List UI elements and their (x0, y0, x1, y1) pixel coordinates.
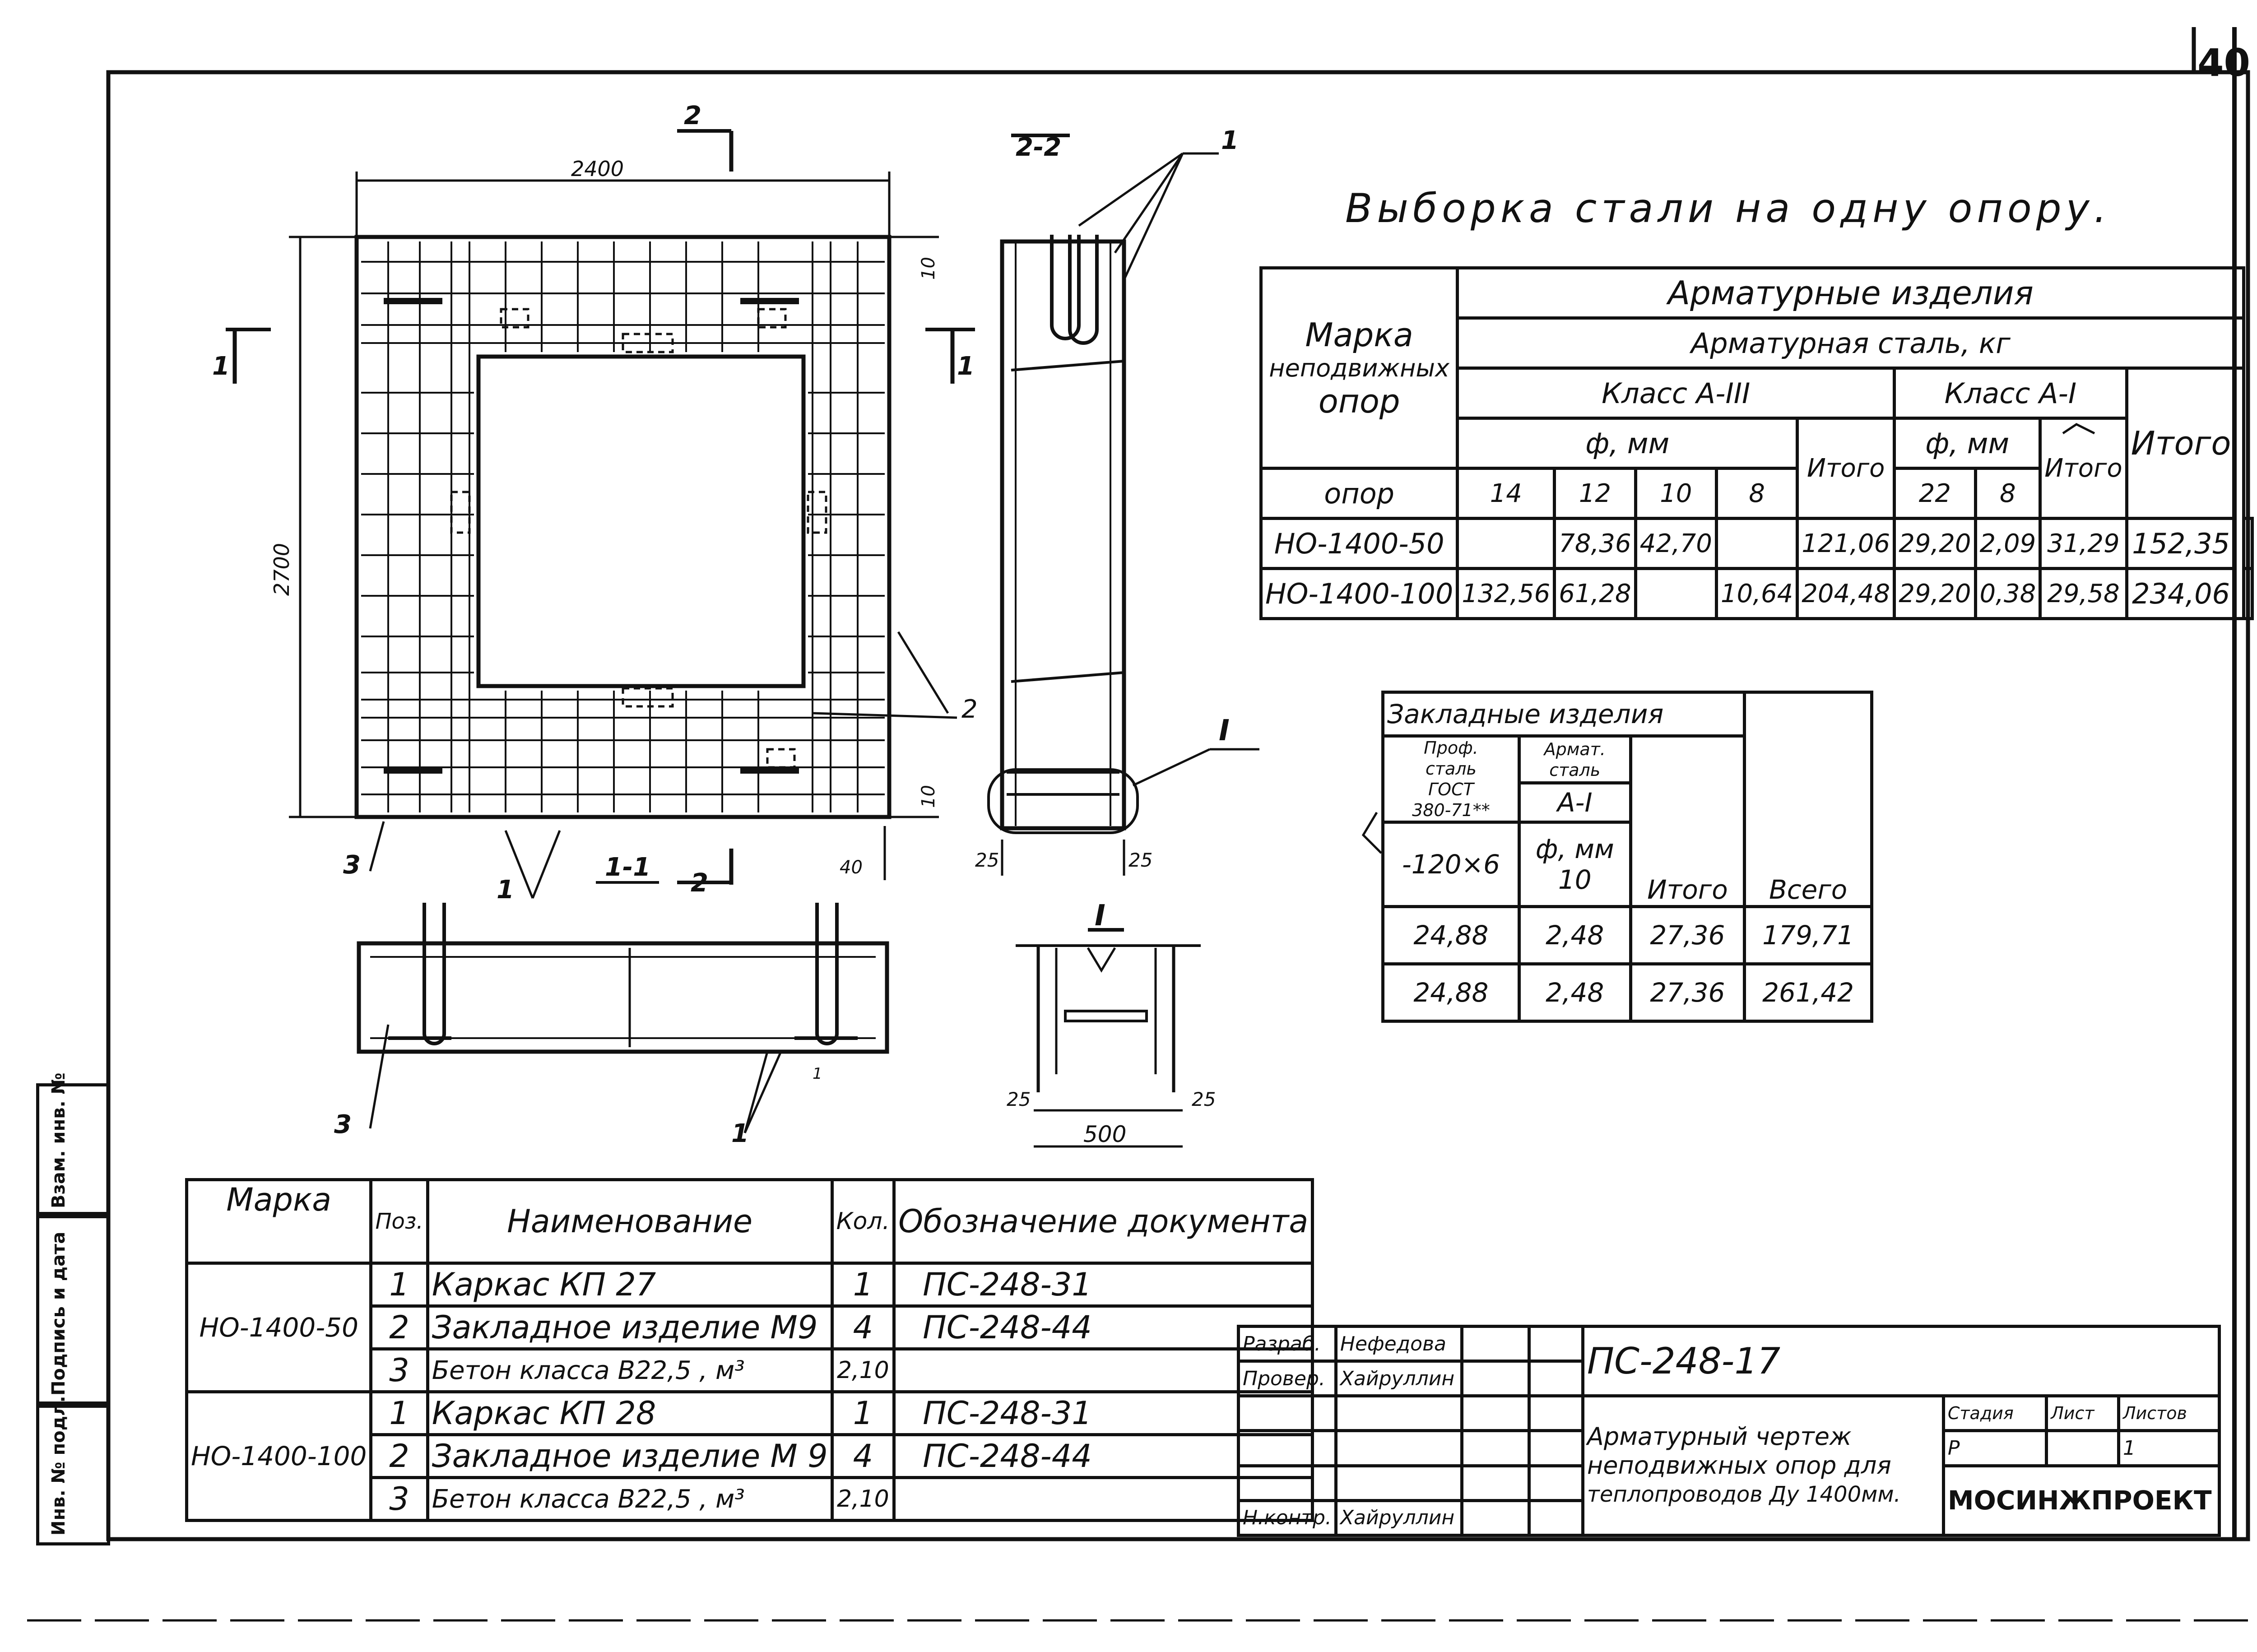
node-I-dim-right: 25 (1192, 1088, 1216, 1110)
org-name: МОСИНЖПРОЕКТ (1941, 1464, 2221, 1537)
spec-col-doc: Обозначение документа (892, 1178, 1314, 1265)
steel-a1-d8: 8 (1974, 467, 2042, 520)
spec-table: Марка Поз. Наименование Кол. Обозначение… (185, 1178, 1314, 1522)
plan-dim-10-top: 10 (918, 257, 939, 280)
spec-row: 3 Бетон класса В22,5 , м³ 2,10 (187, 1347, 1314, 1393)
embed-row: 24,88 2,48 27,36 261,42 (1381, 962, 1873, 1023)
section-2-2-dim-right: 25 (1128, 849, 1152, 871)
title-block: Разраб. Нефедова ПС-248-17 Провер. Хайру… (1237, 1324, 2221, 1537)
section-2-2-callout-1: 1 (1221, 126, 1239, 155)
embed-prof-size: -120×6 (1381, 821, 1521, 908)
embed-header: Закладные изделия (1381, 691, 1746, 738)
steel-a3-d14: 14 (1456, 467, 1556, 520)
section-mark-2-top: 2 (684, 101, 701, 130)
node-I-dim-total: 500 (1083, 1121, 1126, 1147)
spec-row: НО-1400-100 1 Каркас КП 28 1 ПС-248-31 (185, 1390, 1314, 1522)
steel-col-mark: Марка неподвижных опор (1259, 266, 1459, 470)
plan-dim-10-bottom: 10 (918, 785, 939, 808)
plan-callout-3: 3 (343, 850, 361, 880)
steel-row: НО-1400-100 132,56 61,28 10,64 204,48 29… (1259, 567, 2254, 620)
node-I-dim-left: 25 (1007, 1088, 1031, 1110)
section-caption-2-2: 2-2 (1016, 133, 1061, 162)
side-stamp-inv-replace: Взам. инв. № (36, 1072, 110, 1218)
spec-row: 3 Бетон класса В22,5 , м³ 2,10 (187, 1476, 1314, 1522)
embed-row: 24,88 2,48 27,36 179,71 (1381, 905, 1873, 965)
steel-col-opor: опор (1259, 468, 1459, 520)
embed-armat-class: А-I (1517, 781, 1632, 824)
node-I-label: I (1095, 899, 1105, 933)
plan-dim-width: 2400 (571, 157, 624, 181)
section-mark-1-right: 1 (957, 352, 975, 381)
steel-spacer (2235, 367, 2246, 620)
section-2-2-node-label: I (1219, 714, 1230, 747)
steel-a3-d8: 8 (1714, 467, 1799, 520)
embed-itogo-header: Итого (1629, 736, 1746, 908)
plan-view (226, 129, 975, 899)
steel-itogo-header: Итого (2125, 367, 2237, 520)
embed-armat-header: Армат.сталь (1517, 734, 1632, 784)
sheet-number: 40 (2197, 41, 2250, 85)
steel-a3-itogo: Итого (1796, 417, 1896, 520)
steel-subgroup-header: Арматурная сталь, кг (1456, 316, 2246, 370)
steel-selection-title: Выборка стали на одну опору. (1345, 185, 2111, 232)
embed-diam: ф, мм 10 (1517, 821, 1632, 908)
section-1-1-callout-3: 3 (334, 1110, 352, 1139)
brace-mark-2 (1361, 812, 1382, 854)
section-2-2 (987, 134, 1259, 876)
steel-group-header: Арматурные изделия (1456, 266, 2246, 320)
spec-col-name: Наименование (426, 1178, 834, 1265)
plan-callout-1: 1 (497, 875, 514, 905)
side-stamp-inv-orig: Инв. № подл. (36, 1396, 110, 1545)
plan-dim-height: 2700 (269, 543, 294, 596)
embed-vsego-header: Всего (1743, 691, 1873, 908)
section-1-1-small-1: 1 (813, 1065, 822, 1083)
steel-a3-diam-label: ф, мм (1456, 417, 1799, 470)
steel-row: НО-1400-50 78,36 42,70 121,06 29,20 2,09… (1259, 517, 2254, 570)
node-I-detail (1016, 928, 1201, 1148)
section-1-1-callout-1: 1 (731, 1119, 749, 1148)
spec-col-qty: Кол. (830, 1178, 896, 1265)
steel-a3-d10: 10 (1634, 467, 1718, 520)
section-mark-2-bottom: 2 (691, 868, 708, 898)
steel-class-a3: Класс А-III (1456, 367, 1896, 420)
steel-a1-diam-label: ф, мм (1893, 417, 2042, 470)
plan-callout-2: 2 (961, 695, 978, 724)
steel-a1-d22: 22 (1893, 467, 1977, 520)
steel-class-a1: Класс А-I (1893, 367, 2128, 420)
doc-description: Арматурный чертеж неподвижных опор для т… (1581, 1394, 1945, 1537)
doc-code: ПС-248-17 (1581, 1324, 2221, 1398)
steel-a3-d12: 12 (1553, 467, 1637, 520)
steel-a1-itogo: Итого (2039, 417, 2128, 520)
spec-row: НО-1400-50 1 Каркас КП 27 1 ПС-248-31 (185, 1262, 1314, 1393)
section-mark-1-left: 1 (212, 352, 230, 381)
section-2-2-dim-left: 25 (975, 849, 999, 871)
section-caption-1-1: 1-1 (605, 853, 650, 882)
spec-col-pos: Поз. (369, 1178, 429, 1265)
steel-table: Марка неподвижных опор Арматурные издели… (1259, 266, 2254, 620)
sheet-frame (106, 70, 2250, 1541)
spec-col-mark: Марка (185, 1178, 373, 1265)
side-stamp-sign-date: Подпись и дата (36, 1212, 110, 1408)
plan-dim-40: 40 (840, 857, 863, 878)
section-1-1 (357, 903, 889, 1134)
